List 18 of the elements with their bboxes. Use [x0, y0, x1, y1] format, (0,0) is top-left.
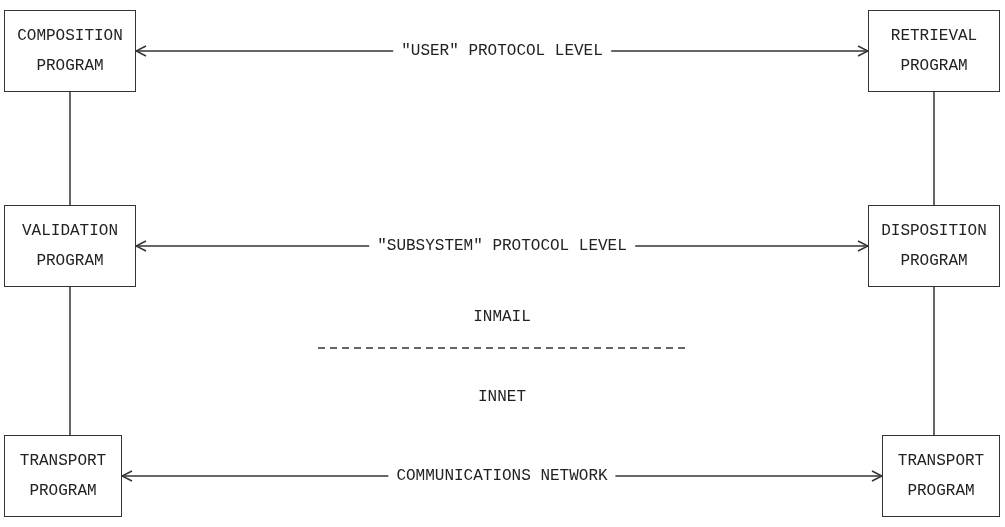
box-label: TRANSPORT PROGRAM: [18, 451, 108, 502]
program-box: [868, 10, 1000, 92]
connector-line: [933, 286, 935, 436]
connector-line: [69, 286, 71, 436]
program-box: [4, 435, 122, 517]
box-label: COMPOSITION PROGRAM: [17, 26, 123, 77]
program-box: [868, 205, 1000, 287]
connector-line: [933, 91, 935, 206]
box-label: TRANSPORT PROGRAM: [896, 451, 986, 502]
program-box: [4, 10, 136, 92]
box-label: VALIDATION PROGRAM: [21, 221, 119, 272]
box-label: DISPOSITION PROGRAM: [881, 221, 987, 272]
box-label: RETRIEVAL PROGRAM: [889, 26, 979, 77]
connector-line: [69, 91, 71, 206]
program-box: [4, 205, 136, 287]
layer-label: INNET: [478, 388, 526, 406]
layer-label: INMAIL: [473, 308, 531, 326]
program-box: [882, 435, 1000, 517]
